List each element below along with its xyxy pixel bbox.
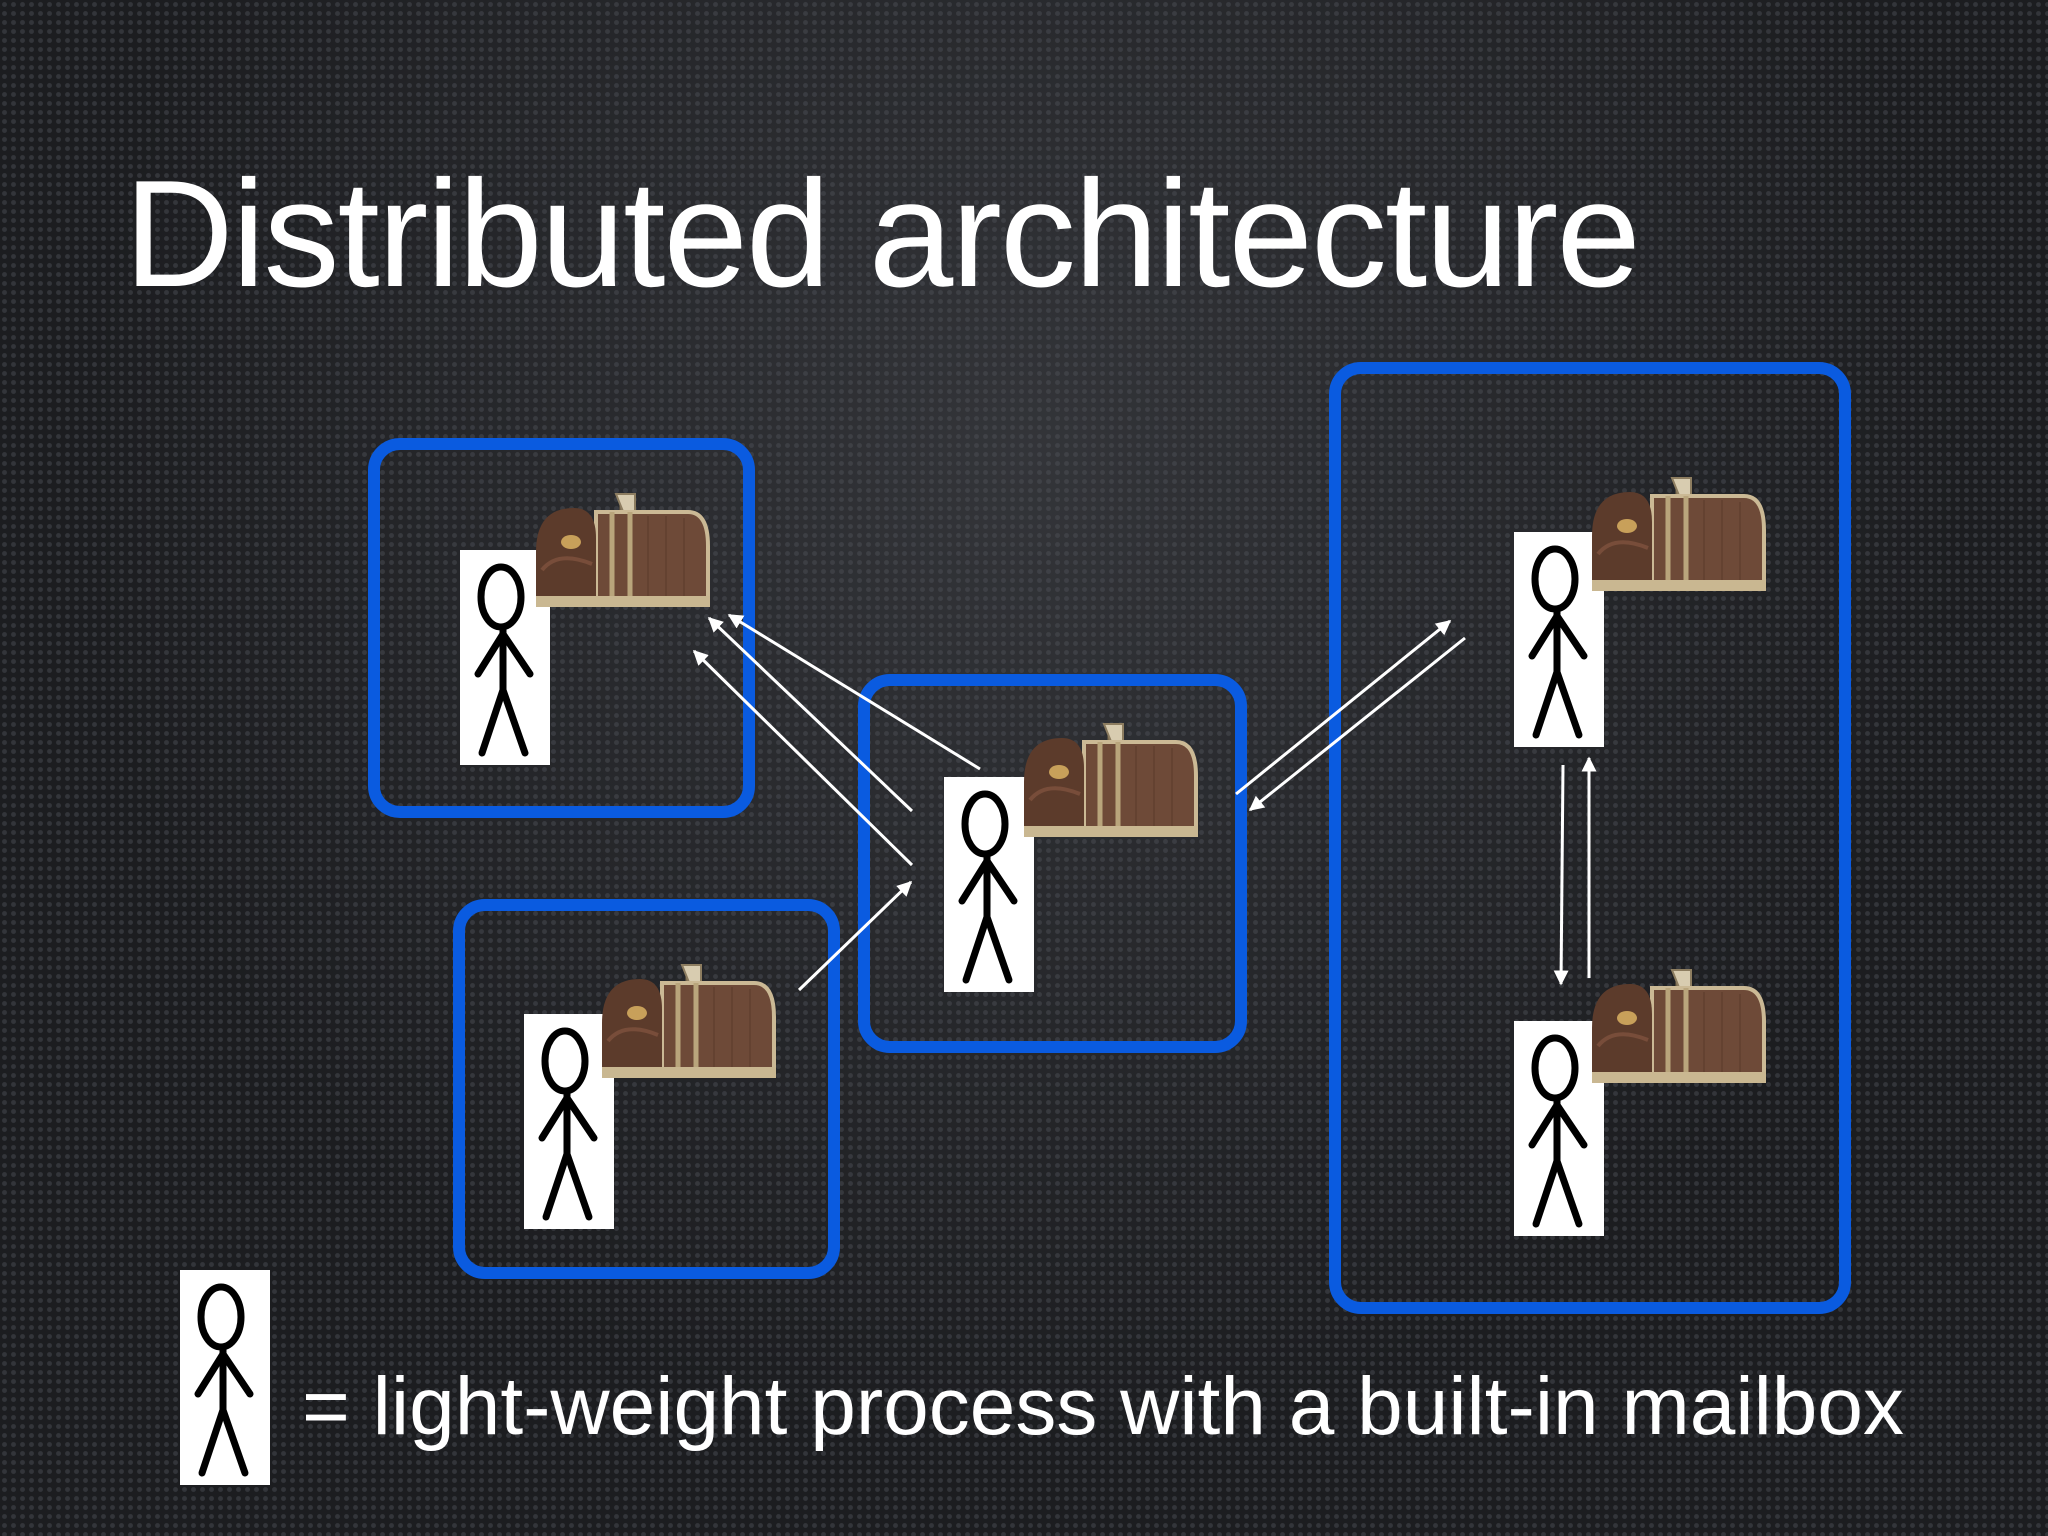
legend-text: = light-weight process with a built-in m… (302, 1361, 1905, 1452)
mailbox-icon (536, 494, 710, 607)
message-arrow (797, 880, 913, 992)
stick-figure-icon (944, 777, 1034, 992)
message-arrow (727, 613, 981, 771)
node-top-left (368, 438, 755, 818)
mailbox-icon (1024, 724, 1198, 837)
node-bottom-left (453, 899, 840, 1279)
mailbox-icon (1592, 478, 1766, 591)
mailbox-icon (1592, 970, 1766, 1083)
message-arrow (1553, 764, 1569, 986)
slide-title: Distributed architecture (124, 149, 1641, 319)
stick-figure-icon (1514, 532, 1604, 747)
node-right (1329, 362, 1851, 1314)
process-p1 (460, 494, 710, 765)
stick-figure-icon (1514, 1021, 1604, 1236)
stick-figure-icon (524, 1014, 614, 1229)
message-arrow (1248, 636, 1466, 812)
message-arrow (692, 649, 914, 867)
process-p5 (1514, 970, 1766, 1236)
node-center (858, 674, 1247, 1053)
mailbox-icon (602, 965, 776, 1078)
process-p3 (944, 724, 1198, 992)
process-p4 (1514, 478, 1766, 747)
legend-stick-figure-icon (180, 1270, 270, 1485)
message-arrow (707, 616, 914, 813)
message-arrow (1235, 619, 1452, 796)
process-p2 (524, 965, 776, 1229)
